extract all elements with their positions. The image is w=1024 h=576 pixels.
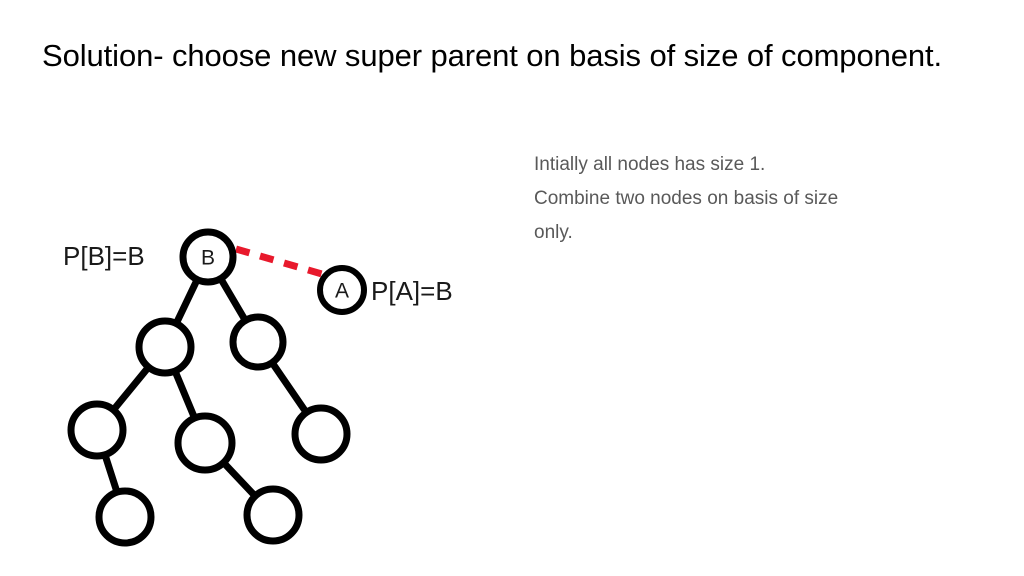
node-level3-middle[interactable] — [174, 412, 236, 474]
note-line-1: Intially all nodes has size 1. — [534, 154, 766, 175]
union-find-tree-diagram: B A P[B]=B P[A]=B — [63, 228, 453, 547]
node-level4-left[interactable] — [95, 487, 155, 547]
node-level4-right[interactable] — [243, 485, 303, 545]
node-labels: B A — [201, 247, 349, 303]
page-title: Solution- choose new super parent on bas… — [42, 38, 943, 73]
pointer-labels: P[B]=B P[A]=B — [63, 241, 453, 306]
node-level3-right[interactable] — [291, 404, 351, 464]
label-parent-of-b: P[B]=B — [63, 241, 145, 271]
tree-edges — [93, 253, 325, 521]
note-line-3: only. — [534, 222, 573, 243]
node-b[interactable] — [179, 228, 237, 286]
node-a[interactable] — [317, 265, 367, 315]
notes-block: Intially all nodes has size 1. Combine t… — [534, 148, 964, 250]
node-level3-left[interactable] — [67, 400, 127, 460]
node-level2-right[interactable] — [229, 313, 287, 371]
note-line-2: Combine two nodes on basis of size — [534, 188, 839, 209]
merge-edges — [235, 245, 323, 278]
node-a-label: A — [335, 280, 349, 303]
node-b-label: B — [201, 247, 215, 270]
node-level2-left[interactable] — [135, 317, 195, 377]
tree-nodes — [67, 228, 367, 547]
label-parent-of-a: P[A]=B — [371, 276, 453, 306]
merge-edge-b-to-a — [235, 245, 323, 278]
